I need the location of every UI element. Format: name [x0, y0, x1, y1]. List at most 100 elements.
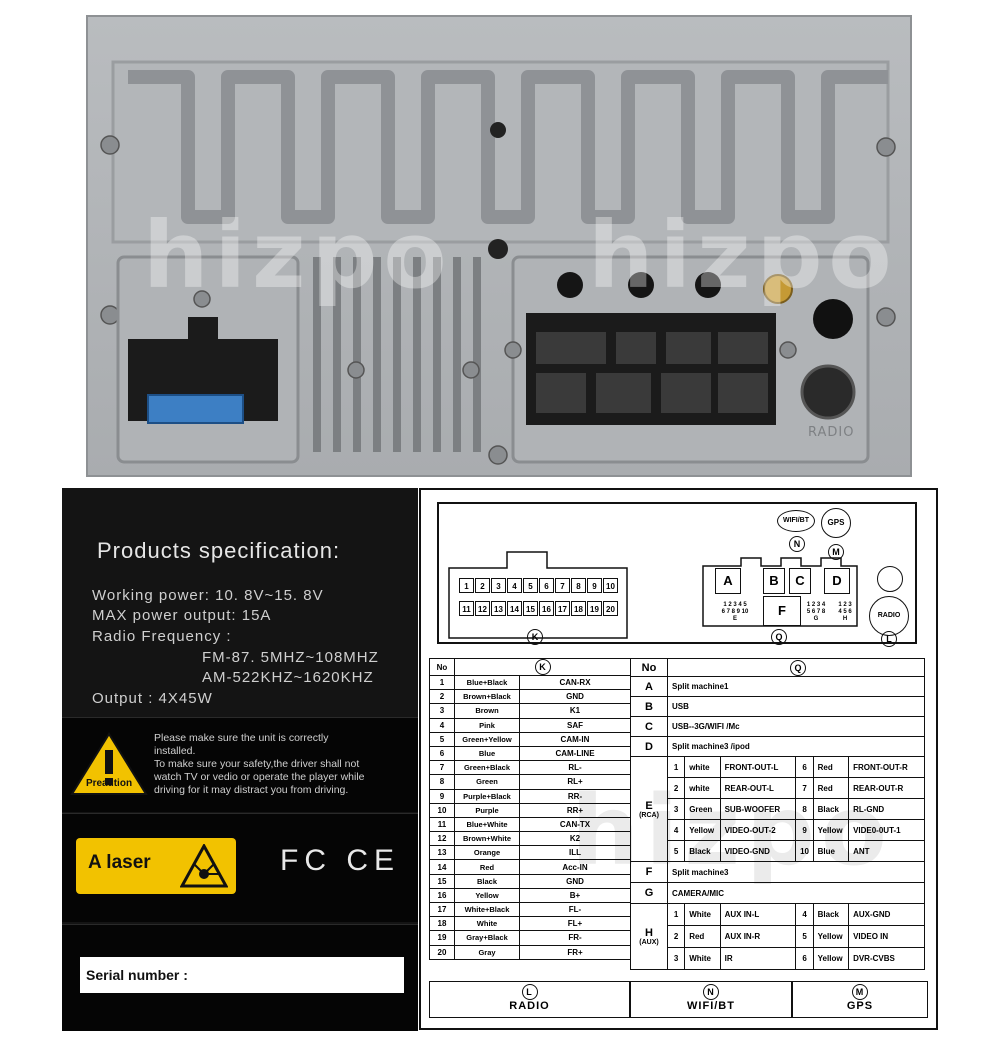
- k-pin-number: 15: [429, 873, 455, 889]
- footer-radio: L RADIO: [429, 981, 630, 1018]
- rear-panel-drawing: [100, 60, 896, 465]
- footer-radio-letter: L: [521, 984, 538, 1000]
- wire-color: Yellow: [684, 819, 721, 841]
- q-port-description: Split machine3: [667, 861, 925, 883]
- wire-color: Black: [684, 840, 721, 862]
- pin-function: VIDEO IN: [848, 925, 925, 948]
- warning-line: driving for it may distract you from dri…: [154, 784, 349, 796]
- pin-number: 8: [795, 798, 814, 820]
- k-pin-number: 7: [429, 760, 455, 776]
- pin-number: 6: [795, 756, 814, 778]
- pin-number: 1: [666, 903, 686, 926]
- fcc-ce-marks: FC CE: [280, 844, 400, 877]
- k-wire-color: Brown+Black: [454, 689, 520, 705]
- k-wire-color: White+Black: [454, 901, 520, 918]
- k-pin-number: 4: [429, 717, 455, 733]
- wire-color: Yellow: [812, 947, 850, 970]
- k-pin: 17: [555, 601, 570, 616]
- serial-number-field[interactable]: Serial number :: [80, 957, 404, 993]
- wire-color: Black: [812, 903, 850, 926]
- k-wire-color: Blue+Black: [454, 674, 520, 691]
- pin-function: VIDE0-0UT-1: [848, 819, 925, 841]
- pin-number: 2: [666, 777, 686, 799]
- spec-label: Products specification: Working power: 1…: [62, 488, 418, 1031]
- footer-wifi-label: WIFI/BT: [687, 1000, 735, 1012]
- k-pin: 8: [571, 578, 586, 593]
- g-port-pins: 1 2 3 4 5 6 7 8 G: [802, 602, 830, 623]
- k-pin-function: RL-: [519, 760, 631, 776]
- spec-title: Products specification:: [97, 538, 341, 563]
- spec-radio-frequency: Radio Frequency :: [92, 628, 232, 645]
- q-port-c: C: [789, 568, 811, 594]
- k-pin-number: 12: [429, 831, 455, 847]
- k-pin-number: 8: [429, 774, 455, 790]
- k-wire-color: Gray+Black: [454, 930, 520, 946]
- pin-function: VIDEO-GND: [719, 840, 797, 862]
- k-pin: 13: [491, 601, 506, 616]
- k-pin-function: GND: [519, 873, 631, 889]
- q-table-header: No Q: [630, 658, 925, 677]
- pin-function: AUX-GND: [848, 903, 925, 926]
- k-pin-number: 20: [429, 944, 455, 960]
- pin-number: 6: [795, 947, 814, 970]
- k-pin: 5: [523, 578, 538, 593]
- wire-color: white: [684, 777, 721, 799]
- k-wire-color: White: [454, 916, 520, 932]
- k-connector-label: K: [527, 629, 543, 645]
- k-pin-function: CAN-RX: [519, 674, 631, 691]
- k-pin-function: FR-: [519, 930, 631, 946]
- k-pin-function: CAM-LINE: [519, 745, 631, 762]
- wire-color: White: [684, 903, 721, 926]
- k-header-no: No: [429, 658, 455, 676]
- k-pin-number: 11: [429, 816, 455, 833]
- warning-line: Please make sure the unit is correctly: [154, 732, 329, 744]
- q-port-description: Split machine3 /ipod: [667, 736, 925, 757]
- k-wire-color: Purple: [454, 802, 520, 818]
- k-pin-number: 17: [429, 901, 455, 918]
- wire-color: Yellow: [812, 925, 850, 948]
- caution-triangle-icon: [70, 732, 148, 795]
- wire-color: white: [684, 756, 721, 778]
- q-connector-outline: [702, 557, 858, 627]
- k-pin-number: 10: [429, 802, 455, 818]
- q-port-d: D: [824, 568, 850, 594]
- warning-text: Please make sure the unit is correctly i…: [154, 732, 416, 797]
- rear-panel-photo: hizpo hizpo RADIO: [86, 15, 912, 477]
- wire-color: Red: [684, 925, 721, 948]
- radio-jack-icon: [877, 566, 903, 592]
- serial-number-label: Serial number :: [86, 967, 188, 983]
- k-wire-color: Brown+White: [454, 831, 520, 847]
- k-wire-color: Blue: [454, 745, 520, 762]
- q-port-a: A: [715, 568, 741, 594]
- warning-line: To make sure your safety,the driver shal…: [154, 758, 360, 770]
- k-wire-color: Green+Black: [454, 760, 520, 776]
- e-pins-row: 6 7 8 9 10: [721, 609, 749, 615]
- k-pin: 9: [587, 578, 602, 593]
- k-pin-number: 3: [429, 703, 455, 719]
- k-pin-number: 1: [429, 674, 455, 691]
- q-connector-label: Q: [771, 629, 787, 645]
- pin-function: RL-GND: [848, 798, 925, 820]
- pin-function: REAR-OUT-L: [719, 777, 797, 799]
- wire-color: Black: [812, 798, 850, 820]
- k-pin: 19: [587, 601, 602, 616]
- h-pins-row: 1 2 3: [838, 602, 852, 608]
- caution-box: Preaution Please make sure the unit is c…: [62, 717, 418, 812]
- pin-number: 7: [795, 777, 814, 799]
- laser-sticker: A laser: [76, 838, 236, 894]
- q-port-letter: C: [630, 716, 668, 737]
- q-port-letter: G: [630, 882, 668, 904]
